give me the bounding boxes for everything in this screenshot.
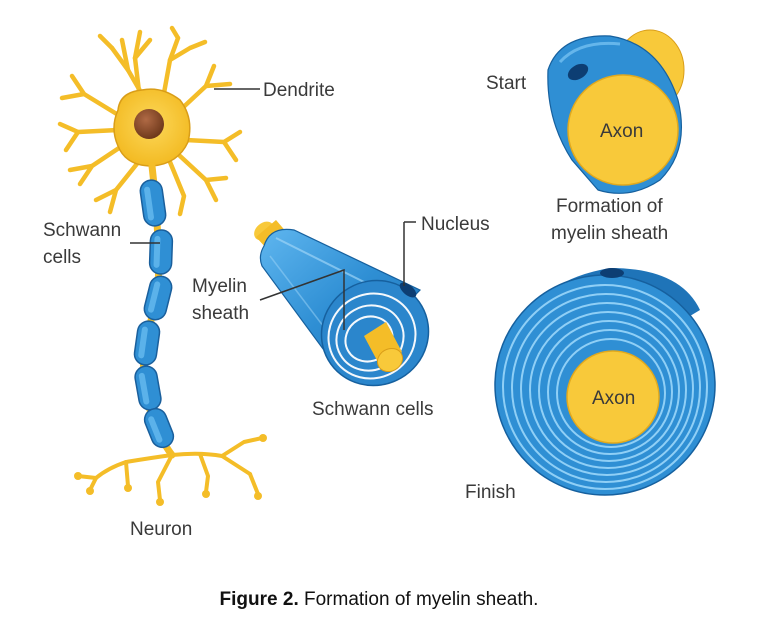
label-schwann-cells-left-2: cells	[43, 247, 81, 268]
cylinder-nucleus	[399, 282, 417, 298]
label-finish: Finish	[465, 482, 516, 503]
neuron-schwann-cells	[133, 179, 175, 449]
caption-text: Formation of myelin sheath.	[298, 589, 539, 610]
label-formation-1: Formation of	[556, 196, 663, 217]
neuron-nucleus	[134, 109, 164, 139]
label-axon-start: Axon	[600, 121, 643, 142]
myelin-cylinder-illustration	[254, 220, 430, 387]
label-neuron: Neuron	[130, 519, 192, 540]
label-start: Start	[486, 73, 527, 94]
myelin-sheath-leader	[259, 268, 345, 330]
label-axon-finish: Axon	[592, 388, 635, 409]
neuron-dendrites	[57, 25, 243, 217]
label-formation-2: myelin sheath	[551, 223, 668, 244]
label-myelin-sheath-2: sheath	[192, 303, 249, 324]
label-schwann-cells-left-1: Schwann	[43, 220, 121, 241]
neuron-illustration	[57, 25, 267, 506]
figure-caption: Figure 2. Formation of myelin sheath.	[0, 589, 758, 611]
formation-finish-illustration	[494, 268, 716, 496]
caption-prefix: Figure 2.	[219, 589, 299, 610]
neuron-axon-terminals	[76, 436, 264, 502]
label-myelin-sheath-1: Myelin	[192, 276, 247, 297]
label-schwann-cells-center: Schwann cells	[312, 399, 433, 420]
label-dendrite: Dendrite	[263, 80, 335, 101]
axon-start	[567, 74, 679, 186]
formation-start-illustration	[547, 29, 685, 194]
label-nucleus: Nucleus	[421, 214, 490, 235]
axon-finish	[566, 350, 660, 444]
